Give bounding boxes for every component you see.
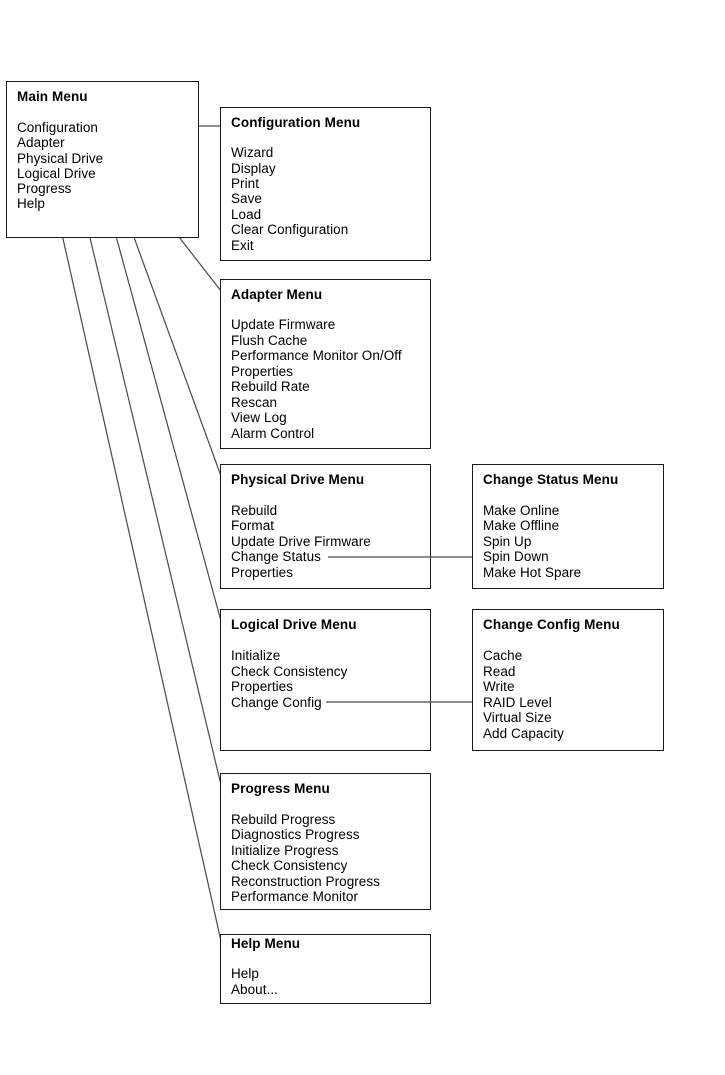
change-config-menu-item-cache[interactable]: Cache (483, 648, 523, 663)
progress-menu-box (220, 773, 431, 910)
change-status-menu-item-make-offline[interactable]: Make Offline (483, 518, 560, 533)
help-menu-box (220, 934, 431, 1004)
adapter-menu-item-performance-monitor-on-off[interactable]: Performance Monitor On/Off (231, 348, 402, 363)
logical-drive-menu-title: Logical Drive Menu (231, 617, 357, 632)
progress-menu-item-diagnostics-progress[interactable]: Diagnostics Progress (231, 827, 360, 842)
main-menu-item-help[interactable]: Help (17, 196, 45, 211)
configuration-menu-title: Configuration Menu (231, 115, 361, 130)
change-status-menu-item-make-hot-spare[interactable]: Make Hot Spare (483, 565, 582, 580)
main-menu-item-configuration[interactable]: Configuration (17, 120, 98, 135)
configuration-menu-item-save[interactable]: Save (231, 191, 262, 206)
progress-menu-title: Progress Menu (231, 781, 330, 796)
logical-drive-menu-item-change-config[interactable]: Change Config (231, 695, 322, 710)
physical-drive-menu-item-properties[interactable]: Properties (231, 565, 294, 580)
physical-drive-menu-item-change-status[interactable]: Change Status (231, 549, 321, 564)
progress-menu-item-performance-monitor[interactable]: Performance Monitor (231, 889, 358, 904)
logical-drive-menu-item-initialize[interactable]: Initialize (231, 648, 281, 663)
logical-drive-menu-box (220, 609, 431, 751)
main-menu-title: Main Menu (17, 89, 88, 104)
configuration-menu-box (220, 107, 431, 261)
physical-drive-menu-item-rebuild[interactable]: Rebuild (231, 503, 278, 518)
main-menu-item-physical-drive[interactable]: Physical Drive (17, 151, 104, 166)
change-config-menu-item-add-capacity[interactable]: Add Capacity (483, 726, 564, 741)
configuration-menu-item-exit[interactable]: Exit (231, 238, 254, 253)
main-menu-item-logical-drive[interactable]: Logical Drive (17, 166, 96, 181)
change-status-menu-item-spin-up[interactable]: Spin Up (483, 534, 532, 549)
configuration-menu-item-display[interactable]: Display (231, 161, 276, 176)
progress-menu-item-reconstruction-progress[interactable]: Reconstruction Progress (231, 874, 380, 889)
adapter-menu-item-view-log[interactable]: View Log (231, 410, 287, 425)
main-menu-item-adapter[interactable]: Adapter (17, 135, 65, 150)
configuration-menu-item-print[interactable]: Print (231, 176, 260, 191)
adapter-menu-item-properties[interactable]: Properties (231, 364, 294, 379)
change-config-menu-item-read[interactable]: Read (483, 664, 516, 679)
adapter-menu-item-rescan[interactable]: Rescan (231, 395, 278, 410)
adapter-menu-box (220, 279, 431, 449)
physical-drive-menu-item-update-drive-firmware[interactable]: Update Drive Firmware (231, 534, 371, 549)
physical-drive-menu-title: Physical Drive Menu (231, 472, 365, 487)
logical-drive-menu-item-properties[interactable]: Properties (231, 679, 294, 694)
help-menu-item-help[interactable]: Help (231, 966, 259, 981)
change-config-menu-title: Change Config Menu (483, 617, 620, 632)
change-status-menu-item-make-online[interactable]: Make Online (483, 503, 560, 518)
adapter-menu-item-alarm-control[interactable]: Alarm Control (231, 426, 315, 441)
adapter-menu-title: Adapter Menu (231, 287, 323, 302)
change-config-menu-item-virtual-size[interactable]: Virtual Size (483, 710, 552, 725)
help-menu-title: Help Menu (231, 936, 301, 951)
change-status-menu-item-spin-down[interactable]: Spin Down (483, 549, 549, 564)
configuration-menu-item-load[interactable]: Load (231, 207, 262, 222)
help-menu-item-about[interactable]: About... (231, 982, 278, 997)
change-config-menu-item-raid-level[interactable]: RAID Level (483, 695, 552, 710)
logical-drive-menu-item-check-consistency[interactable]: Check Consistency (231, 664, 348, 679)
adapter-menu-item-rebuild-rate[interactable]: Rebuild Rate (231, 379, 310, 394)
change-status-menu-box (472, 464, 664, 589)
configuration-menu-item-clear-configuration[interactable]: Clear Configuration (231, 222, 349, 237)
progress-menu-item-rebuild-progress[interactable]: Rebuild Progress (231, 812, 336, 827)
main-menu-item-progress[interactable]: Progress (17, 181, 72, 196)
change-status-menu-title: Change Status Menu (483, 472, 619, 487)
configuration-menu-item-wizard[interactable]: Wizard (231, 145, 274, 160)
adapter-menu-item-flush-cache[interactable]: Flush Cache (231, 333, 308, 348)
progress-menu-item-initialize-progress[interactable]: Initialize Progress (231, 843, 339, 858)
physical-drive-menu-item-format[interactable]: Format (231, 518, 275, 533)
change-config-menu-item-write[interactable]: Write (483, 679, 515, 694)
adapter-menu-item-update-firmware[interactable]: Update Firmware (231, 317, 336, 332)
physical-drive-menu-box (220, 464, 431, 589)
progress-menu-item-check-consistency[interactable]: Check Consistency (231, 858, 348, 873)
change-config-menu-box (472, 609, 664, 751)
